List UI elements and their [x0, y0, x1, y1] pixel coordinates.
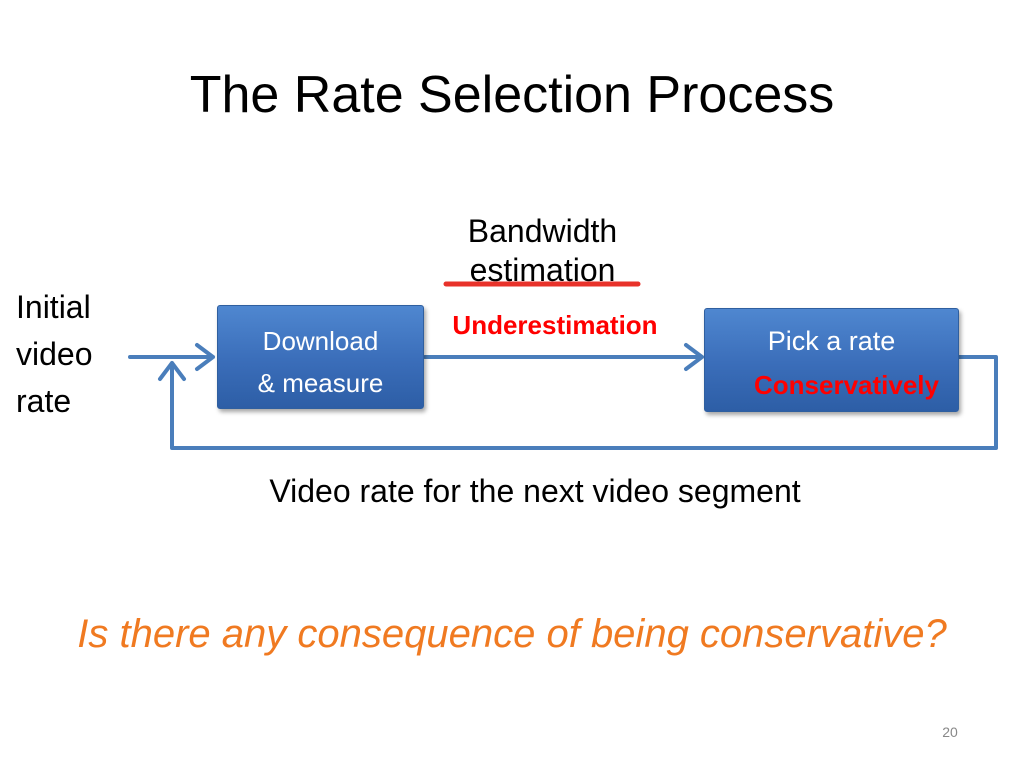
measure-label: & measure	[257, 368, 384, 398]
pick-rate-label: Pick a rate	[767, 326, 896, 356]
page-number: 20	[942, 724, 958, 740]
slide-title: The Rate Selection Process	[189, 66, 835, 124]
feedback-loop	[158, 355, 998, 450]
initial-line-3: rate	[16, 383, 72, 419]
input-arrow	[128, 343, 215, 371]
underestimation-label: Underestimation	[452, 310, 658, 340]
initial-line-1: Initial	[16, 289, 91, 325]
bandwidth-estimation-label: Bandwidth estimation	[420, 212, 665, 290]
download-label: Download	[262, 326, 379, 356]
conservatively-label: Conservatively	[754, 370, 939, 400]
segment-caption: Video rate for the next video segment	[269, 473, 801, 509]
estimation-text: estimation	[469, 252, 616, 288]
bandwidth-text: Bandwidth	[467, 213, 618, 249]
initial-line-2: video	[16, 336, 93, 372]
forward-arrow	[423, 343, 704, 371]
pick-rate-box: Pick a rate Conservatively	[704, 308, 959, 412]
initial-video-rate-label: Initial video rate	[16, 284, 93, 425]
question-text: Is there any consequence of being conser…	[77, 612, 947, 656]
download-measure-box: Download & measure	[217, 305, 424, 409]
